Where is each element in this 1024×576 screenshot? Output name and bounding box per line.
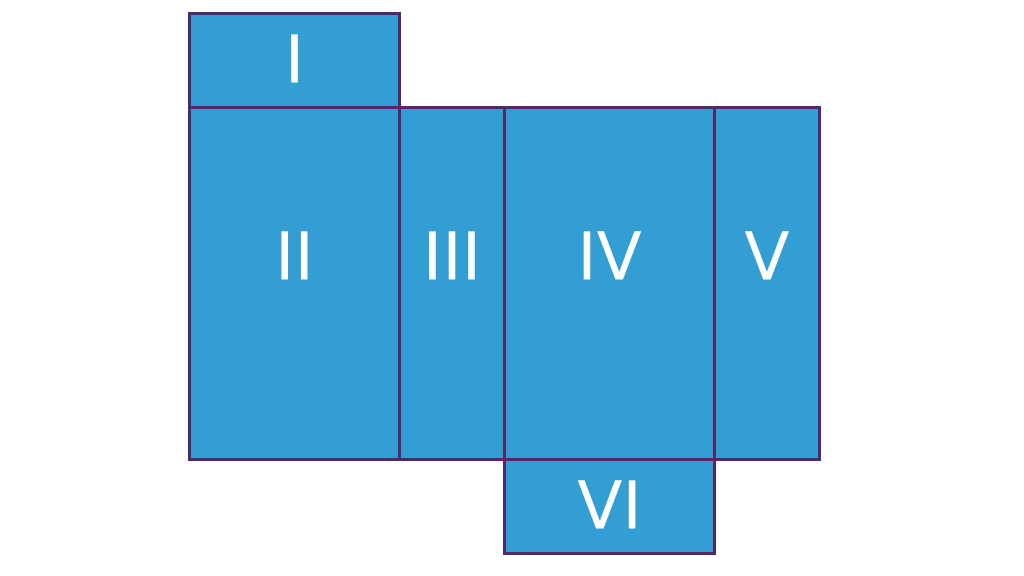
face-IV-rect [503,106,716,461]
face-III-rect [398,106,506,461]
face-IV: IV [503,106,716,461]
face-IV-label: IV [577,219,642,296]
face-I-rect [188,12,401,109]
face-II-label: II [275,219,314,296]
face-III-label: III [423,219,481,296]
face-II-rect [188,106,401,461]
face-V: V [713,106,821,461]
face-V-rect [713,106,821,461]
face-VI: VI [503,458,716,555]
face-VI-label: VI [577,468,642,545]
face-III: III [398,106,506,461]
face-I-label: I [285,22,304,99]
face-VI-rect [503,458,716,555]
face-II: II [188,106,401,461]
face-V-label: V [744,219,789,296]
face-I: I [188,12,401,109]
